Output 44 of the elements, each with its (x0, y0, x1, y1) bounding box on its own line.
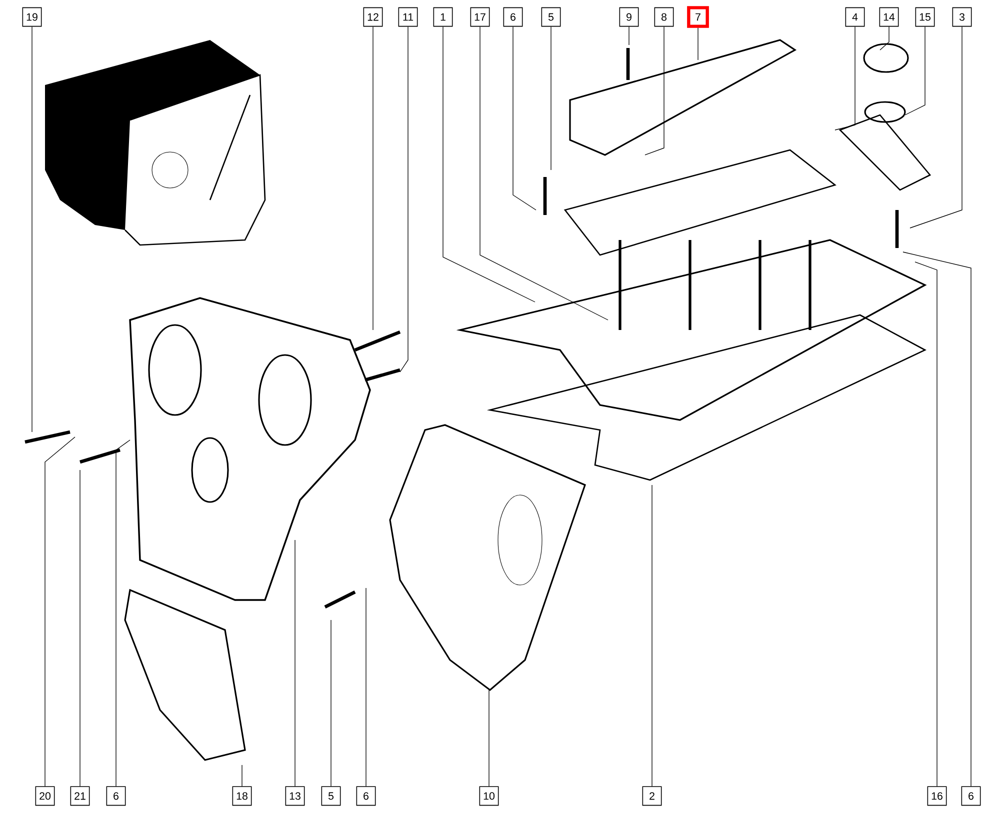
callout-number: 2 (642, 786, 662, 806)
callout-number: 6 (503, 7, 523, 27)
callout-number: 4 (845, 7, 865, 27)
callout-number: 14 (879, 7, 899, 27)
leader-line (880, 26, 890, 50)
callout-number: 6 (106, 786, 126, 806)
callout-number: 13 (285, 786, 305, 806)
leader-line (902, 252, 972, 787)
callout-number: 15 (915, 7, 935, 27)
callout-number: 16 (927, 786, 947, 806)
callout-number: 5 (321, 786, 341, 806)
callout-number: 11 (398, 7, 418, 27)
callout-number: 1 (433, 7, 453, 27)
callout-number: 5 (541, 7, 561, 27)
callout-number: 20 (35, 786, 55, 806)
callout-number: 3 (952, 7, 972, 27)
callout-number: 17 (470, 7, 490, 27)
callout-number: 6 (356, 786, 376, 806)
leader-line (44, 436, 76, 787)
callout-number: 9 (619, 7, 639, 27)
leader-line (294, 540, 296, 787)
callout-number: 7 (687, 6, 709, 28)
leader-line (330, 620, 332, 787)
leader-line (400, 26, 408, 372)
leader-line (512, 26, 536, 210)
leader-line (480, 26, 608, 320)
leader-line (372, 26, 374, 330)
leader-line (628, 26, 630, 46)
leader-line (644, 26, 664, 156)
callout-number: 12 (363, 7, 383, 27)
leader-line (834, 26, 856, 130)
leader-line (488, 690, 490, 787)
leader-line (116, 440, 130, 787)
callout-number: 19 (22, 7, 42, 27)
callout-number: 6 (961, 786, 981, 806)
leader-line (904, 26, 926, 116)
callout-number: 18 (232, 786, 252, 806)
leader-line (550, 26, 552, 170)
leader-line (910, 26, 962, 228)
callout-number: 10 (479, 786, 499, 806)
callout-number: 21 (70, 786, 90, 806)
callout-number: 8 (654, 7, 674, 27)
leader-line (914, 262, 938, 787)
leader-line (442, 26, 536, 302)
